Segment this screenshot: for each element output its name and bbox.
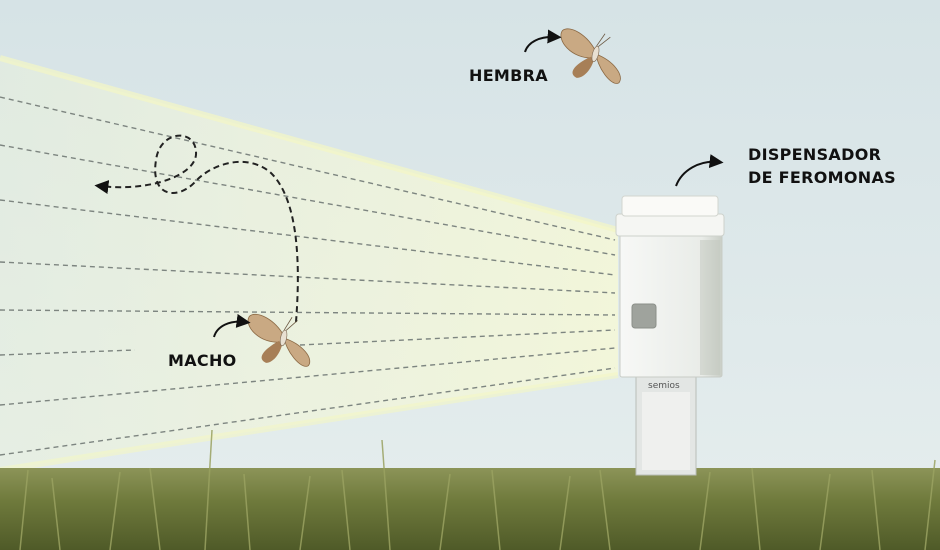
grass-blades [19,429,936,550]
pheromone-line [0,347,616,406]
pheromone-line [0,261,616,294]
female-pointer-arrow [524,29,562,53]
dispenser-vent [631,303,657,329]
female-moth [560,28,621,84]
label-dispenser-line1: DISPENSADOR [748,145,882,164]
label-dispenser: DISPENSADOR DE FEROMONAS [748,143,896,189]
dispenser-brand-text: semios [648,381,680,391]
pheromone-line [0,367,616,456]
label-macho: MACHO [168,351,237,370]
male-pointer-arrow [213,313,251,338]
male-moth [247,313,311,367]
label-dispenser-line2: DE FEROMONAS [748,168,896,187]
pheromone-line [0,349,136,356]
pheromone-dispenser: semios [615,195,725,476]
label-hembra: HEMBRA [469,66,548,85]
pheromone-line [0,199,616,276]
dispenser-pointer-arrow [675,154,724,187]
grass-field [0,468,940,550]
male-flight-path [94,134,299,323]
pheromone-line [0,96,616,241]
plume-edge-bottom [0,372,619,473]
pheromone-lines [0,96,616,456]
pheromone-line [299,329,616,346]
dispenser-roof-lower [615,213,725,237]
dispenser-roof-upper [621,195,719,217]
pheromone-line [0,309,616,316]
plume-edge-top [0,55,619,233]
pheromone-plume [0,58,618,470]
